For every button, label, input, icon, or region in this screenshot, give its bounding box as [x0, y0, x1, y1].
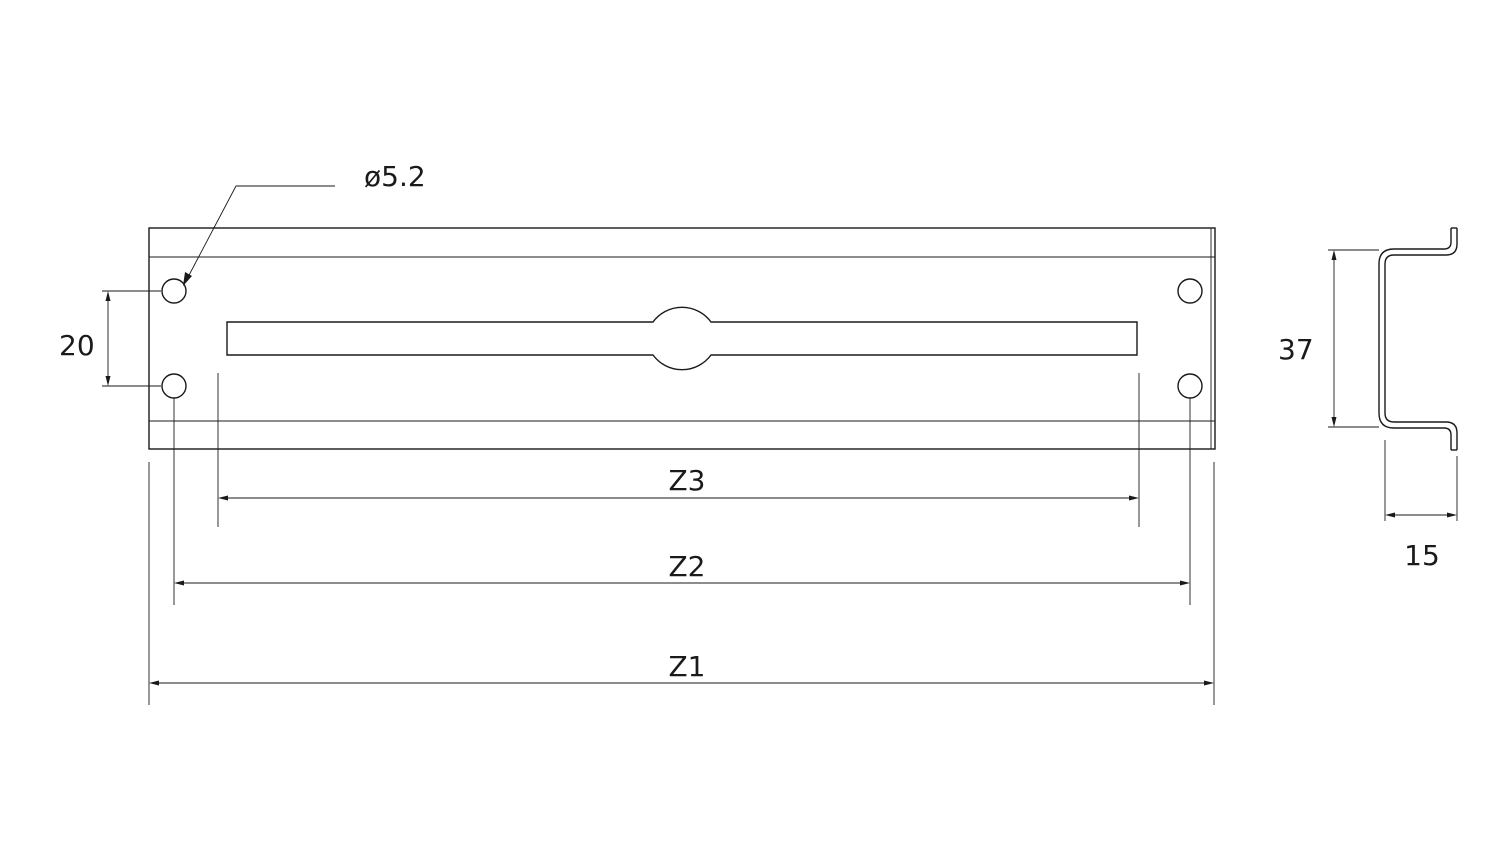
hole-spacing-dimension: 20 — [59, 290, 161, 387]
profile-inner-contour — [1378, 228, 1452, 450]
hole-leader-line — [186, 185, 335, 280]
hole-diameter-callout: ø5.2 — [183, 160, 426, 286]
profile-height-dimension: 37 — [1278, 249, 1379, 428]
profile-depth-label: 15 — [1404, 539, 1440, 572]
hole-spacing-label: 20 — [59, 329, 95, 362]
mounting-hole-bottom-left — [161, 373, 187, 399]
profile-depth-arrow-right — [1447, 512, 1457, 518]
mounting-hole-bottom-right — [1177, 373, 1203, 399]
overall-length-label: Z1 — [669, 650, 706, 683]
hole-span-label: Z2 — [669, 550, 706, 583]
slot-length-arrow-left — [218, 495, 228, 501]
profile-depth-dimension: 15 — [1384, 440, 1458, 572]
hole-span-arrow-left — [174, 580, 184, 586]
hole-spacing-arrow-bottom — [105, 376, 111, 386]
mounting-hole-top-right — [1177, 278, 1203, 304]
rail-front-view — [148, 227, 1216, 450]
rail-outline — [148, 227, 1216, 450]
profile-height-label: 37 — [1278, 333, 1314, 366]
profile-height-arrow-bottom — [1331, 417, 1337, 427]
hole-span-dimension: Z2 — [173, 398, 1191, 605]
slot-length-label: Z3 — [669, 464, 706, 497]
slot-length-arrow-right — [1129, 495, 1139, 501]
overall-length-arrow-right — [1204, 680, 1214, 686]
slot-length-dimension: Z3 — [217, 373, 1140, 527]
profile-height-arrow-top — [1331, 250, 1337, 260]
hole-spacing-arrow-top — [105, 291, 111, 301]
mounting-hole-top-left — [161, 278, 187, 304]
keyhole-slot — [226, 306, 1138, 371]
overall-length-dimension: Z1 — [148, 462, 1215, 705]
hole-diameter-label: ø5.2 — [364, 160, 426, 193]
profile-depth-arrow-left — [1385, 512, 1395, 518]
rail-side-profile — [1378, 227, 1458, 451]
profile-outer-contour — [1384, 228, 1458, 450]
hole-span-arrow-right — [1180, 580, 1190, 586]
hole-leader-arrow — [183, 272, 192, 286]
overall-length-arrow-left — [149, 680, 159, 686]
